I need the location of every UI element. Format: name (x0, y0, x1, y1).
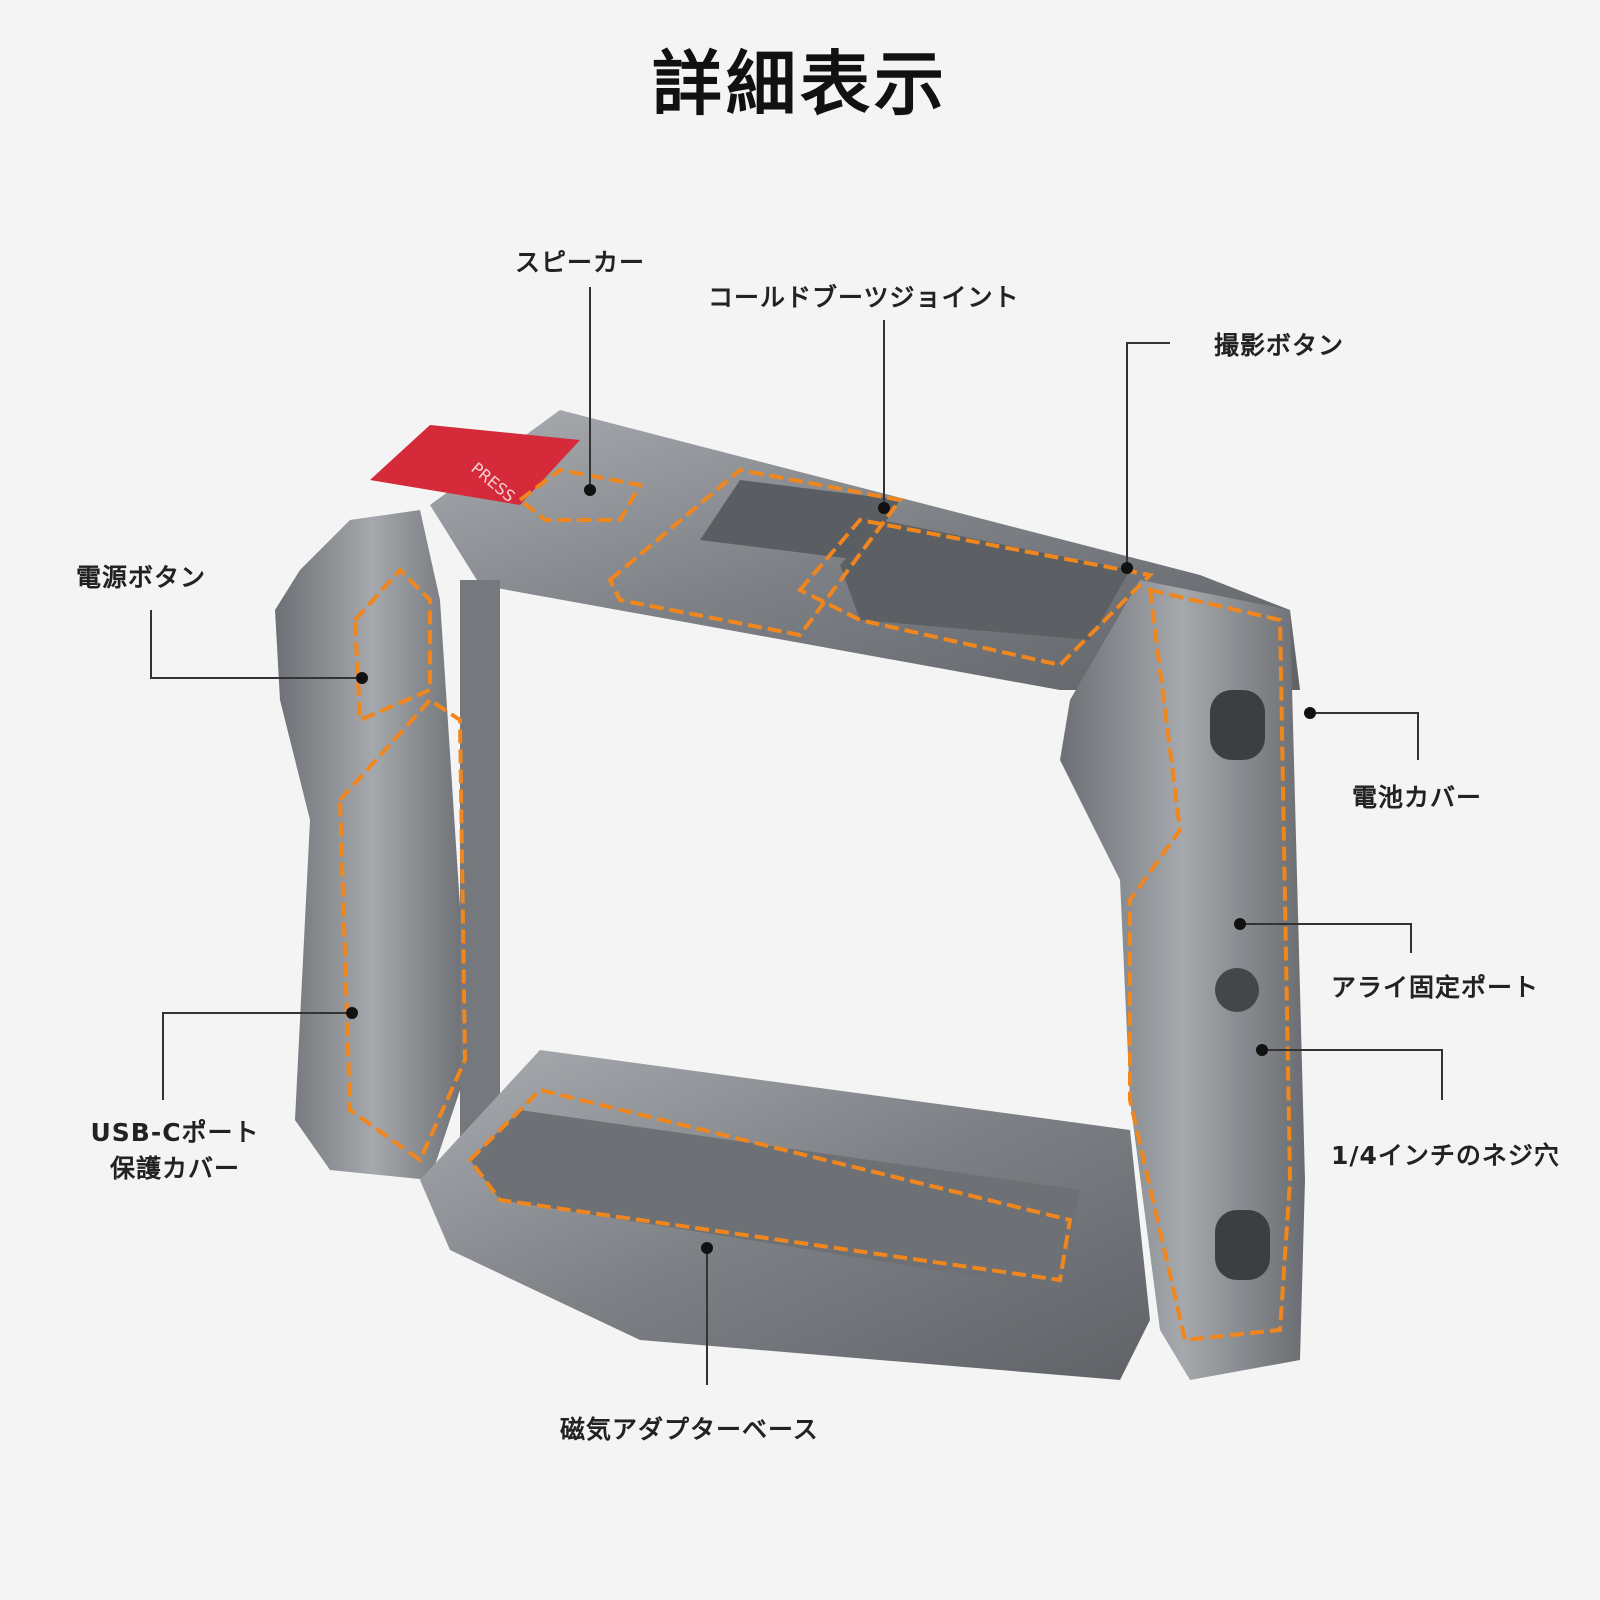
label-battery-cover: 電池カバー (1352, 783, 1483, 812)
label-speaker: スピーカー (515, 248, 646, 277)
label-cold-shoe: コールドブーツジョイント (708, 283, 1020, 312)
label-shutter-button: 撮影ボタン (1214, 331, 1345, 360)
label-power-button: 電源ボタン (76, 563, 207, 592)
page-title: 詳細表示 (652, 43, 948, 125)
label-magnetic-base: 磁気アダプターベース (560, 1415, 819, 1444)
label-usb-line1: USB-Cポート (90, 1118, 260, 1147)
highlight-outlines (337, 467, 1293, 1343)
label-arri-port: アライ固定ポート (1331, 973, 1540, 1002)
label-screw-hole: 1/4インチのネジ穴 (1331, 1141, 1560, 1170)
cage-body: PRESS (275, 410, 1305, 1380)
label-usb-line2: 保護カバー (109, 1154, 240, 1183)
label-usb-cover: USB-Cポート 保護カバー (80, 1115, 270, 1187)
leader-dots (346, 484, 1316, 1254)
leader-lines (150, 287, 1443, 1385)
